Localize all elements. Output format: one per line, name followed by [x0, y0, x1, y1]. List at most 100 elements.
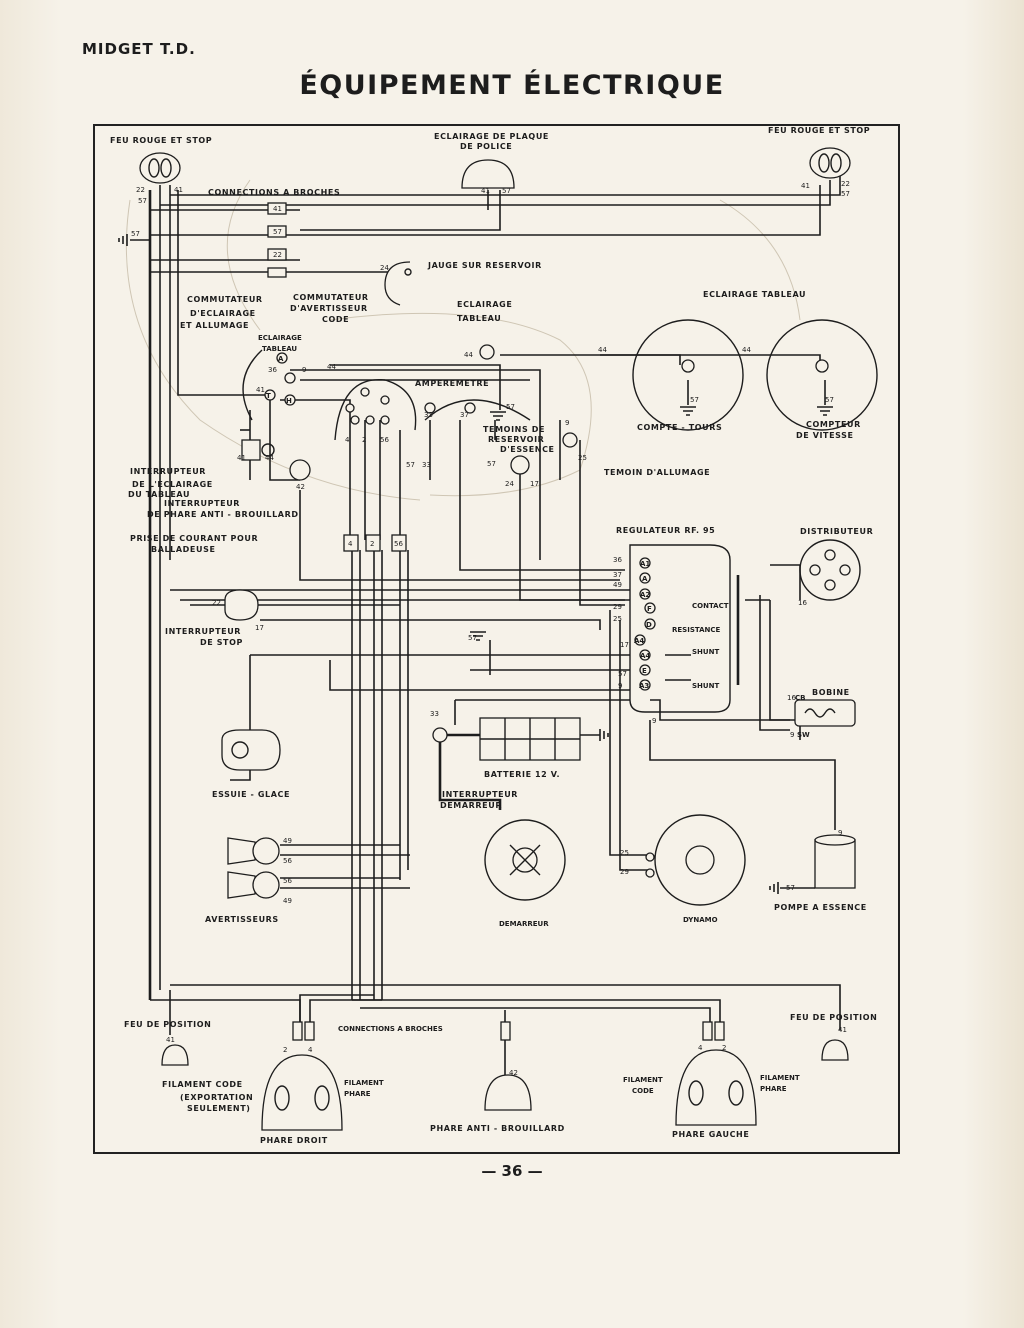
label-panel-switch-1: INTERRUPTEUR — [130, 467, 206, 476]
label-panel-lamp-mid-2: TABLEAU — [457, 314, 501, 323]
label-fuel-warning-1: TEMOINS DE — [483, 425, 545, 434]
wire-number: 16 — [798, 599, 807, 607]
label-horn-switch-2: D'AVERTISSEUR — [290, 304, 368, 313]
wire-number: 17 — [255, 624, 264, 632]
label-plate-lamp-2: DE POLICE — [460, 142, 512, 151]
wire-number: 56 — [283, 877, 292, 885]
wire-number: 9 — [302, 366, 306, 374]
wire-number: 41 — [166, 1036, 175, 1044]
terminal-a: A — [642, 575, 648, 583]
wire-number: 57 — [406, 461, 415, 469]
label-lighting-switch-3: ET ALLUMAGE — [180, 321, 249, 330]
label-fog-lamp: PHARE ANTI - BROUILLARD — [430, 1124, 565, 1133]
label-stop-switch-1: INTERRUPTEUR — [165, 627, 241, 636]
wire-number: 4 — [698, 1044, 703, 1052]
wire-number: 29 — [620, 868, 629, 876]
label-starter-switch-1: INTERRUPTEUR — [442, 790, 518, 799]
terminal-letters: A T H A1 A A2 F D A4 A4 E A3 — [266, 355, 652, 690]
wire-number: 33 — [422, 461, 431, 469]
wire-number: 2 — [722, 1044, 726, 1052]
page-title: ÉQUIPEMENT ÉLECTRIQUE — [299, 70, 725, 101]
wire-number: 9 — [618, 682, 622, 690]
label-starter-switch-2: DEMARREUR — [440, 801, 502, 810]
wire-number: 57 — [502, 187, 511, 195]
speedometer — [766, 319, 878, 431]
wire-number: 25 — [613, 615, 622, 623]
rear-lamp-left — [139, 152, 181, 184]
label-wiper: ESSUIE - GLACE — [212, 790, 290, 799]
wire-number: 57 — [618, 670, 627, 678]
label-battery: BATTERIE 12 V. — [484, 770, 560, 779]
fuse-boxes — [343, 534, 407, 552]
wire-number: 17 — [530, 480, 539, 488]
diagram-frame — [93, 124, 900, 1154]
wire-number: 9 — [790, 731, 794, 739]
wiper-motor — [221, 729, 281, 771]
wire-number: 33 — [424, 411, 433, 419]
label-main-filament-right-1: FILAMENT — [760, 1074, 800, 1082]
terminal-a: A — [278, 355, 284, 363]
wire-number: 36 — [613, 556, 622, 564]
label-resistance: RESISTANCE — [672, 626, 721, 634]
label-main-filament-left-1: FILAMENT — [344, 1079, 384, 1087]
panel-light-switch — [241, 439, 275, 461]
label-horn-switch-3: CODE — [322, 315, 349, 324]
label-distributor: DISTRIBUTEUR — [800, 527, 873, 536]
wire-number: 41 — [481, 187, 490, 195]
connector-block-top — [267, 202, 287, 278]
label-fuel-pump: POMPE A ESSENCE — [774, 903, 867, 912]
wire-number: 56 — [394, 540, 403, 548]
wire-number: 29 — [613, 603, 622, 611]
wire-number: 56 — [283, 857, 292, 865]
wire-number: 25 — [578, 454, 587, 462]
panel-lamp-mid — [479, 344, 495, 360]
label-stop-switch-2: DE STOP — [200, 638, 243, 647]
wire-number: 57 — [131, 230, 140, 238]
terminal-f: F — [647, 605, 652, 613]
ammeter-dial — [424, 399, 531, 421]
wire-number: 4 — [348, 540, 353, 548]
terminal-a4: A4 — [634, 637, 644, 645]
label-lighting-switch-1: COMMUTATEUR — [187, 295, 263, 304]
label-fuel-warning-3: D'ESSENCE — [500, 445, 555, 454]
terminal-t: T — [266, 392, 271, 400]
label-fog-switch-1: INTERRUPTEUR — [164, 499, 240, 508]
wire-number: 57 — [825, 396, 834, 404]
label-panel-switch-3: DU TABLEAU — [128, 490, 190, 499]
label-main-filament-left-2: PHARE — [344, 1090, 371, 1098]
connector-block-bottom — [292, 1021, 725, 1041]
plate-lamp — [461, 159, 515, 189]
label-panel-lamps-right: ECLAIRAGE TABLEAU — [703, 290, 806, 299]
wire-number: 9 — [838, 829, 842, 837]
wire-number: 41 — [273, 205, 282, 213]
wire-number: 4 — [308, 1046, 313, 1054]
wire-number: 24 — [380, 264, 389, 272]
label-right-headlamp: PHARE DROIT — [260, 1136, 328, 1145]
wire-numbers: 22 57 41 57 41 57 22 41 57 41 22 57 24 4… — [131, 180, 850, 1077]
wire-number: 17 — [620, 641, 629, 649]
wire-number: 2 — [362, 436, 366, 444]
label-rear-lamp-right: FEU ROUGE ET STOP — [768, 126, 870, 135]
wire-number: 57 — [273, 228, 282, 236]
terminal-e: E — [642, 667, 647, 675]
wire-number: 22 — [841, 180, 850, 188]
page-number: — 36 — — [481, 1162, 543, 1180]
stop-switch — [224, 589, 259, 621]
label-panel-lamp-mid-1: ECLAIRAGE — [457, 300, 512, 309]
wire-number: 44 — [464, 351, 473, 359]
wire-number: 41 — [174, 186, 183, 194]
terminal-cb: CB — [795, 694, 805, 702]
wire-number: 9 — [565, 419, 569, 427]
label-dynamo: DYNAMO — [683, 916, 718, 924]
wire-number: 37 — [613, 571, 622, 579]
label-starter: DEMARREUR — [499, 920, 549, 928]
fuel-pump — [814, 834, 856, 889]
fuel-warning-lamp — [510, 455, 530, 475]
wire-number: 22 — [136, 186, 145, 194]
wire-number: 42 — [296, 483, 305, 491]
wire-number: 41 — [256, 386, 265, 394]
wire-number: 9 — [652, 717, 656, 725]
label-rear-lamp-left: FEU ROUGE ET STOP — [110, 136, 212, 145]
wire-number: 42 — [509, 1069, 518, 1077]
